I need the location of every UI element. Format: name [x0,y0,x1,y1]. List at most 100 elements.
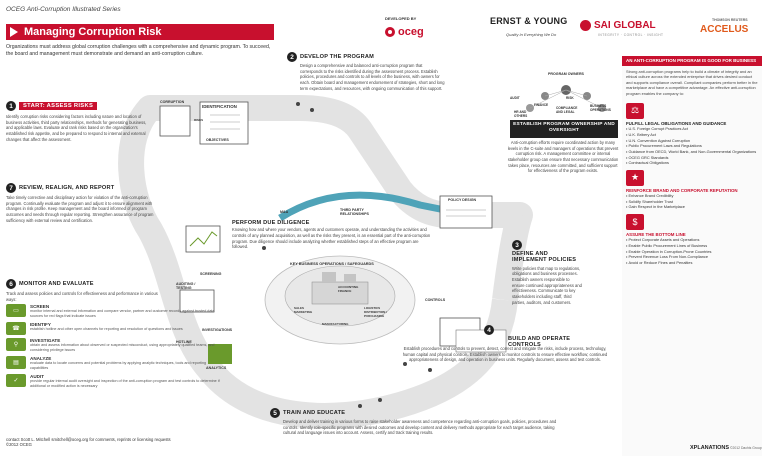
sai-disc-icon [580,20,591,31]
investigate-icon: ⚲ [6,337,26,351]
step-number: 1 [6,101,16,111]
business-ops-owner-label: BUSINESS OPERATIONS [590,104,611,112]
step-text: Develop and deliver training in various … [283,419,557,436]
step-text: Track and assess policies and controls f… [6,291,158,302]
intro-text: Organizations must address global corrup… [6,44,271,58]
footer-contact: contact Scott L. Mitchell smitchell@oceg… [6,437,326,448]
program-owners-label: PROGRAM OWNERS [548,72,584,76]
reputation-icon: ★ [626,169,644,186]
step-title: MONITOR AND EVALUATE [19,280,94,287]
due-diligence-title: PERFORM DUE DILIGENCE [232,220,310,226]
objectives-label: OBJECTIVES [206,138,229,142]
screening-label: SCREENING [200,272,222,276]
logistics-label: LOGISTICS DISTRIBUTION / PURCHASING [364,306,387,318]
step-4-controls: 4 BUILD AND OPERATE CONTROLS [484,325,604,349]
m-and-a-label: M&A [280,210,289,214]
key-operations-label: KEY BUSINESS OPERATIONS / SAFEGUARDS [290,262,374,266]
accounting-label: ACCOUNTING FINANCE [338,285,359,293]
manufacturing-label: MANUFACTURING [322,322,349,326]
step-7-review: 7 REVIEW, REALIGN, AND REPORT Take timel… [6,183,154,223]
step-text: Take timely corrective and disciplinary … [6,195,154,223]
screen-icon: ▭ [6,304,26,317]
bottom-line-list: Protect Corporate Assets and Operations … [626,237,758,265]
compliance-owner-label: COMPLIANCE AND LEGAL [556,106,578,114]
step-title: BUILD AND OPERATE CONTROLS [508,336,571,349]
third-party-label: THIRD PARTY RELATIONSHIPS [340,208,369,216]
oceg-ring-icon [385,27,395,37]
sidebar-good-for-business: AN ANTI-CORRUPTION PROGRAM IS GOOD FOR B… [622,56,762,456]
sidebar-intro: Strong anti-corruption programs help to … [626,68,758,96]
step-number: 4 [484,325,494,335]
sales-label: SALES MARKETING [294,306,313,314]
step-3-policies: 3 DEFINE AND IMPLEMENT POLICIES Write po… [512,240,582,305]
step-text: Design a comprehensive and balanced anti… [300,63,445,91]
risks-label: RISKS [194,118,204,122]
due-diligence-text: Knowing how and where your vendors, agen… [232,227,431,250]
hr-owner-label: HR AND OTHERS [514,110,528,118]
accelus-logo: ACCELUS [700,24,749,35]
audit-icon: ✓ [6,373,26,387]
step-number: 6 [6,279,16,289]
step-number: 2 [287,52,297,62]
page-title-bar: Managing Corruption Risk [6,24,274,40]
contact-text: contact Scott L. Mitchell smitchell@oceg… [6,437,171,442]
legal-obligations-list: U.S. Foreign Corrupt Practices Act U.K. … [626,126,758,166]
step-1-assess-risks: 1 START: ASSESS RISKS Identify corruptio… [6,101,154,142]
step-4-text: Establish procedures and controls to pre… [402,346,608,363]
step-title: START: ASSESS RISKS [19,102,98,110]
identify-icon: ☎ [6,321,26,335]
oceg-logo: oceg [385,26,424,38]
developed-by-label: DEVELOPED BY [385,16,417,21]
step-text: Identify corruption risks considering fa… [6,114,147,142]
step-number: 3 [512,240,522,250]
step-title: DEVELOP THE PROGRAM [300,53,374,60]
hotline-label: HOTLINE [176,340,192,344]
arrow-right-icon [10,27,18,37]
step-title: REVIEW, REALIGN, AND REPORT [19,184,115,191]
due-diligence-block: PERFORM DUE DILIGENCE Knowing how and wh… [232,220,432,250]
ey-logo: ERNST & YOUNG [490,16,568,26]
investigations-label: INVESTIGATIONS [202,328,233,332]
ownership-title: ESTABLISH PROGRAM OWNERSHIP AND OVERSIGH… [510,120,618,138]
finance-owner-label: FINANCE [534,103,549,107]
step-number: 5 [270,408,280,418]
audit-owner-label: AUDIT [510,96,520,100]
sidebar-heading: AN ANTI-CORRUPTION PROGRAM IS GOOD FOR B… [622,56,762,66]
policy-design-label: POLICY DESIGN [448,198,477,202]
xplanations-logo: XPLANATIONS [690,445,730,451]
step-6-monitor: 6 MONITOR AND EVALUATE Track and assess … [6,279,166,302]
analyze-icon: ▤ [6,355,26,369]
controls-label: CONTROLS [425,298,446,302]
series-title: OCEG Anti-Corruption Illustrated Series [6,6,121,13]
analytics-label: ANALYTICS [206,366,227,370]
ownership-text: Anti-corruption efforts require coordina… [507,140,619,174]
brand-reputation-title: REINFORCE BRAND AND CORPORATE REPUTATION [626,187,738,193]
step-title: DEFINE AND IMPLEMENT POLICIES [512,251,577,264]
brand-reputation-list: Enhance Brand Credibility Solidify Share… [626,193,758,210]
corruption-label: CORRUPTION [160,100,185,104]
sai-logo: SAI GLOBAL [580,20,656,31]
sai-tagline: INTEGRITY · CONTROL · INSIGHT [598,33,664,37]
risk-owner-label: RISK [566,96,574,100]
step-2-develop: 2 DEVELOP THE PROGRAM Design a comprehen… [287,52,445,91]
thomson-reuters-logo: THOMSON REUTERS [712,18,748,22]
step-text: Write policies that map to regulations, … [512,265,582,305]
auditing-testing-label: AUDITING / TESTING [176,282,196,290]
bottom-line-icon: $ [626,214,644,231]
xplanations-copyright: ©2012 Dachis Group [730,446,762,450]
step-number: 7 [6,183,16,193]
page-title: Managing Corruption Risk [24,26,162,38]
ey-tagline: Quality In Everything We Do [506,32,557,37]
legal-obligations-title: FULFILL LEGAL OBLIGATIONS AND GUIDANCE [626,120,727,126]
copyright-text: ©2012 OCEG [6,442,32,448]
bottom-line-title: ASSURE THE BOTTOM LINE [626,232,686,238]
step-title: TRAIN AND EDUCATE [283,409,346,416]
scales-icon: ⚖ [626,102,644,119]
